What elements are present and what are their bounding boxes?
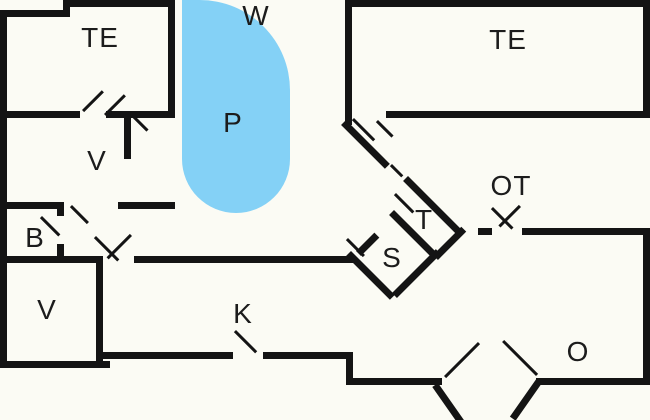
wall-te1-bottom-a: [0, 111, 80, 118]
door-swing-diagonal: [389, 164, 404, 178]
wall-bottom-step: [346, 352, 353, 385]
wall-te2-left: [345, 0, 352, 125]
wall-entry-left: [432, 383, 465, 420]
wall-ot-bottom-a: [478, 228, 492, 235]
wall-bottom-right-a: [346, 378, 442, 385]
wall-right-lower: [643, 228, 650, 385]
wall-v2-right: [96, 256, 103, 368]
wall-right-upper: [643, 0, 650, 118]
room-label-pool: P: [223, 107, 243, 138]
wall-te1-right: [168, 0, 175, 118]
room-label-o: O: [566, 336, 590, 367]
door-swing-ot-l: [490, 207, 514, 230]
wall-top-left: [63, 0, 175, 7]
room-label-te1: TE: [81, 22, 119, 53]
wall-bottom-k-b: [263, 352, 353, 359]
wall-corridor-bottom-a: [64, 256, 98, 263]
wall-bottom-left: [0, 361, 110, 368]
door-swing-te1-a: [82, 90, 104, 113]
wall-bottom-k-a: [103, 352, 233, 359]
room-label-ot: OT: [490, 170, 532, 201]
wall-v1-bottom-a: [0, 202, 64, 209]
wall-entry-right: [509, 378, 542, 420]
wall-corridor-bottom-b: [134, 256, 175, 263]
wall-left: [0, 10, 7, 368]
wall-t-end: [433, 226, 467, 260]
door-swing-k: [233, 330, 258, 354]
wall-b-right-b: [57, 244, 64, 263]
room-label-w: W: [242, 0, 270, 31]
wall-bottom-right-b: [536, 378, 650, 385]
room-label-t: T: [414, 204, 434, 235]
wall-b-bottom: [0, 256, 64, 263]
pool-shape: [182, 0, 290, 213]
wall-ot-bottom-b: [522, 228, 650, 235]
door-swing-entry-l: [444, 342, 481, 379]
wall-main-horizontal: [168, 256, 355, 263]
door-swing-entry-r: [502, 339, 539, 376]
wall-top-left-jog-v: [63, 0, 70, 17]
room-label-te2: TE: [489, 24, 527, 55]
wall-v1-bottom-b: [118, 202, 175, 209]
wall-te1-bottom-b: [106, 111, 175, 118]
room-label-b: B: [25, 222, 45, 253]
wall-b-right-a: [57, 202, 64, 216]
room-label-k: K: [233, 298, 253, 329]
door-swing-te2-b: [375, 120, 394, 138]
wall-te2-bottom: [386, 111, 650, 118]
door-swing-t: [393, 193, 415, 214]
door-swing-corridor-r: [106, 233, 132, 260]
door-swing-v1: [69, 205, 89, 225]
room-label-v2: V: [37, 294, 57, 325]
wall-top-right: [345, 0, 650, 7]
wall-v1-closet: [124, 111, 131, 159]
wall-top-left-jog-h: [0, 10, 70, 17]
room-label-s: S: [382, 242, 402, 273]
room-label-v1: V: [87, 145, 107, 176]
